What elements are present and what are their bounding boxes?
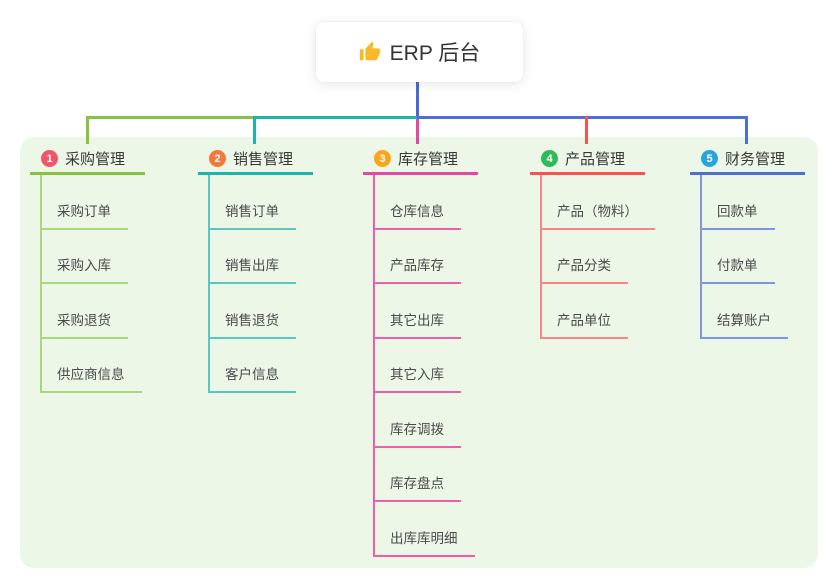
branch-purchase: 1 采购管理 采购订单 采购入库 采购退货 供应商信息 xyxy=(30,145,145,393)
node-purchase-inbound[interactable]: 采购入库 xyxy=(42,230,145,284)
branch-children: 采购订单 采购入库 采购退货 供应商信息 xyxy=(40,175,145,393)
node-receipt-bill[interactable]: 回款单 xyxy=(702,175,805,230)
node-product-material[interactable]: 产品（物料） xyxy=(542,175,655,230)
node-other-outbound[interactable]: 其它出库 xyxy=(375,284,478,339)
thumbs-up-icon xyxy=(359,41,381,63)
badge-5: 5 xyxy=(701,150,718,167)
branch-title-inventory[interactable]: 3 库存管理 xyxy=(363,145,478,175)
branch-title-label: 销售管理 xyxy=(233,151,294,168)
badge-1: 1 xyxy=(41,150,58,167)
node-sales-order[interactable]: 销售订单 xyxy=(210,175,313,230)
branch-title-product[interactable]: 4 产品管理 xyxy=(530,145,645,175)
node-supplier-info[interactable]: 供应商信息 xyxy=(42,339,145,393)
root-title: ERP 后台 xyxy=(389,42,481,65)
node-product-category[interactable]: 产品分类 xyxy=(542,230,645,284)
node-customer-info[interactable]: 客户信息 xyxy=(210,339,313,393)
branches-panel xyxy=(20,137,818,568)
branch-title-label: 采购管理 xyxy=(65,151,126,168)
badge-4: 4 xyxy=(541,150,558,167)
connector-drop-product xyxy=(585,116,588,144)
connector-drop-finance xyxy=(745,116,748,144)
branch-sales: 2 销售管理 销售订单 销售出库 销售退货 客户信息 xyxy=(198,145,313,393)
node-outbound-detail[interactable]: 出库库明细 xyxy=(375,502,478,557)
badge-2: 2 xyxy=(209,150,226,167)
root-stem-connector xyxy=(416,82,419,119)
connector-horizontal-green xyxy=(86,116,254,119)
node-warehouse-info[interactable]: 仓库信息 xyxy=(375,175,478,230)
branch-inventory: 3 库存管理 仓库信息 产品库存 其它出库 其它入库 库存调拨 库存盘点 出库库… xyxy=(363,145,478,557)
branch-title-label: 财务管理 xyxy=(725,151,786,168)
branch-children: 仓库信息 产品库存 其它出库 其它入库 库存调拨 库存盘点 出库库明细 xyxy=(373,175,478,557)
node-purchase-return[interactable]: 采购退货 xyxy=(42,284,145,339)
node-product-stock[interactable]: 产品库存 xyxy=(375,230,478,284)
node-sales-return[interactable]: 销售退货 xyxy=(210,284,313,339)
node-payment-bill[interactable]: 付款单 xyxy=(702,230,805,284)
branch-children: 回款单 付款单 结算账户 xyxy=(700,175,805,339)
branch-children: 销售订单 销售出库 销售退货 客户信息 xyxy=(208,175,313,393)
branch-title-label: 库存管理 xyxy=(398,151,459,168)
connector-drop-sales xyxy=(253,116,256,144)
node-stock-count[interactable]: 库存盘点 xyxy=(375,448,478,502)
root-node[interactable]: ERP 后台 xyxy=(316,22,523,82)
node-product-unit[interactable]: 产品单位 xyxy=(542,284,645,339)
branch-title-label: 产品管理 xyxy=(565,151,626,168)
node-stock-transfer[interactable]: 库存调拨 xyxy=(375,393,478,448)
node-settlement-account[interactable]: 结算账户 xyxy=(702,284,805,339)
connector-horizontal-blue xyxy=(417,116,747,119)
branch-product: 4 产品管理 产品（物料） 产品分类 产品单位 xyxy=(530,145,655,339)
branch-title-sales[interactable]: 2 销售管理 xyxy=(198,145,313,175)
node-other-inbound[interactable]: 其它入库 xyxy=(375,339,478,393)
branch-finance: 5 财务管理 回款单 付款单 结算账户 xyxy=(690,145,805,339)
connector-horizontal-teal xyxy=(254,116,417,119)
branch-title-finance[interactable]: 5 财务管理 xyxy=(690,145,805,175)
branch-children: 产品（物料） 产品分类 产品单位 xyxy=(540,175,655,339)
connector-drop-inventory xyxy=(416,119,419,144)
badge-3: 3 xyxy=(374,150,391,167)
branch-title-purchase[interactable]: 1 采购管理 xyxy=(30,145,145,175)
node-sales-outbound[interactable]: 销售出库 xyxy=(210,230,313,284)
connector-drop-purchase xyxy=(86,116,89,144)
node-purchase-order[interactable]: 采购订单 xyxy=(42,175,145,230)
